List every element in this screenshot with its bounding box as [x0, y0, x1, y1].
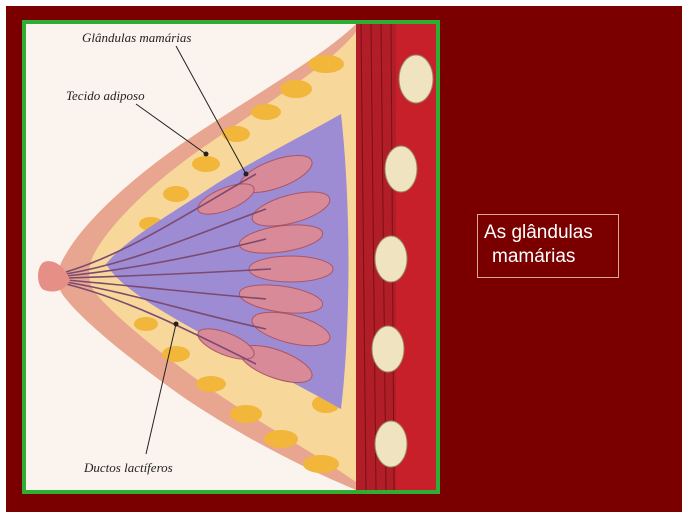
label-ductos-lactiferos: Ductos lactíferos	[84, 460, 173, 476]
slide-title-line-2: mamárias	[484, 245, 614, 269]
breast-anatomy-figure: Glândulas mamárias Tecido adiposo Ductos…	[22, 20, 440, 494]
label-tecido-adiposo: Tecido adiposo	[66, 88, 145, 104]
slide-title-box: As glândulas mamárias	[477, 214, 619, 278]
slide-title-line-1: As glândulas	[484, 221, 614, 245]
label-glandulas-mamarias: Glândulas mamárias	[82, 30, 191, 46]
